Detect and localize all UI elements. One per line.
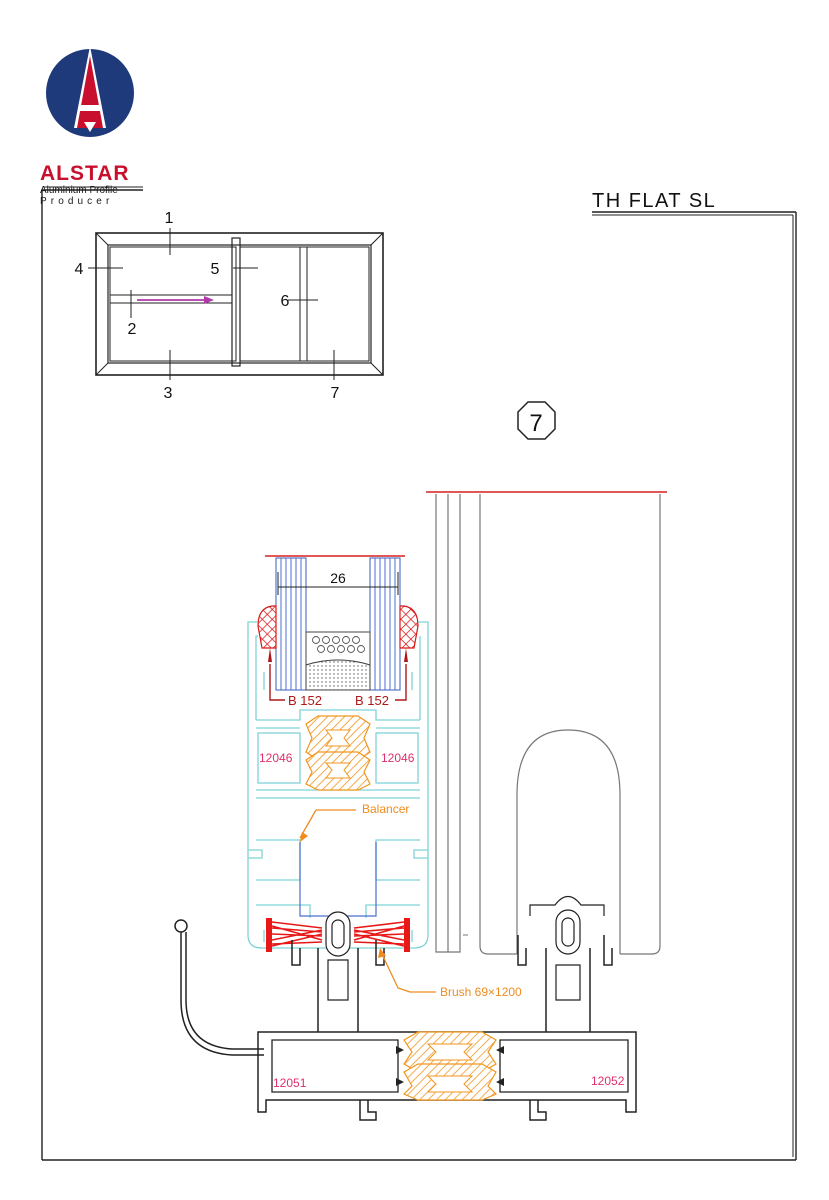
label-5: 5: [211, 261, 220, 278]
detail-number: 7: [529, 410, 542, 437]
label-1: 1: [165, 210, 174, 227]
rail-code-right: 12052: [591, 1074, 625, 1088]
gasket-label-right: B 152: [355, 693, 389, 708]
brand-tagline-2: Producer: [40, 196, 114, 207]
detail-number-badge: 7: [517, 401, 556, 440]
sash-roller: [325, 911, 351, 957]
brush-annotation: Brush 69×1200: [378, 948, 522, 999]
label-4: 4: [75, 261, 84, 278]
sliding-direction-arrow: [137, 296, 214, 304]
brush-label: Brush 69×1200: [440, 985, 522, 999]
label-6: 6: [281, 293, 290, 310]
brand-name: ALSTAR: [40, 162, 130, 185]
alstar-logo: [46, 46, 134, 137]
glazing-gaskets: B 152 B 152: [257, 605, 419, 708]
balancer-label: Balancer: [362, 802, 409, 816]
elevation-leaders: [88, 228, 335, 380]
sheet-border: [41, 186, 797, 1161]
profile-code-right: 12046: [381, 751, 415, 765]
rail-code-left: 12051: [273, 1076, 307, 1090]
glass-unit: 26: [265, 555, 405, 691]
fixed-roller: [529, 895, 605, 955]
elevation-labels: 1 4 5 2 6 3 7: [75, 210, 340, 402]
balancer: Balancer: [299, 802, 409, 917]
drawing-title: TH FLAT SL: [592, 190, 717, 212]
fixed-frame-profile: [426, 491, 667, 955]
brush-seals: [266, 918, 410, 952]
profile-code-left: 12046: [259, 751, 293, 765]
sash-thermal-break: [305, 715, 371, 791]
window-elevation: [95, 232, 384, 376]
gasket-label-left: B 152: [288, 693, 322, 708]
label-3: 3: [164, 385, 173, 402]
brand-text: ALSTAR Aluminium Profile Producer: [40, 162, 150, 208]
sash-profile-labels: 12046 12046: [259, 751, 415, 765]
label-2: 2: [128, 321, 137, 338]
track-codes: 12051 12052: [273, 1074, 625, 1090]
track-thermal-break: [396, 1031, 504, 1101]
glass-gap-dimension: 26: [330, 570, 346, 586]
sash-profile: [247, 621, 429, 949]
label-7: 7: [331, 385, 340, 402]
brand-tagline-1: Aluminium Profile: [40, 185, 118, 196]
